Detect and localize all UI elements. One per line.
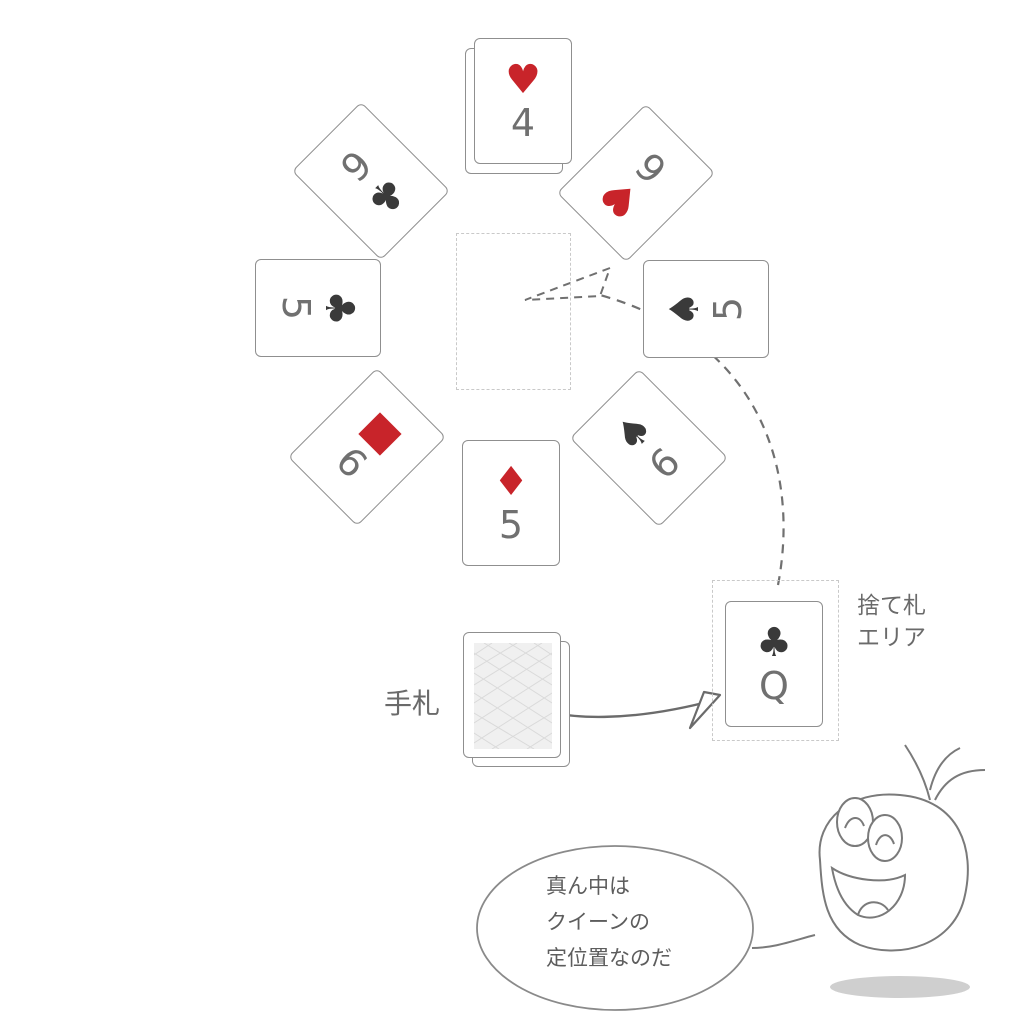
speech-line-2: クイーンの — [546, 910, 650, 934]
dashed-arrowhead — [524, 266, 612, 301]
card-rank: 5 — [274, 295, 318, 321]
card-rank: Q — [759, 664, 789, 708]
card-right[interactable]: ♠ 5 — [643, 260, 769, 358]
card-left[interactable]: ♣ 5 — [255, 259, 381, 357]
discard-area-label-line2: エリア — [857, 625, 926, 651]
card-rank: 5 — [498, 503, 524, 547]
club-icon: ♣ — [756, 620, 792, 666]
hand-label: 手札 — [384, 687, 441, 720]
spade-icon: ♠ — [662, 291, 708, 327]
character — [751, 744, 986, 952]
center-queen-slot — [456, 233, 571, 390]
card-back-pattern — [474, 643, 552, 749]
card-top[interactable]: ♥ 4 — [474, 38, 572, 164]
card-bottom[interactable]: ♦ 5 — [462, 440, 560, 566]
speech-line-1: 真ん中は — [546, 874, 630, 898]
card-rank: 6 — [327, 438, 376, 487]
card-rank: 6 — [627, 143, 676, 192]
heart-icon: ♥ — [505, 57, 541, 103]
card-rank: 5 — [706, 296, 750, 322]
speech-bubble-text: 真ん中は クイーンの 定位置なのだ — [546, 868, 726, 976]
card-rank: 6 — [640, 439, 689, 488]
club-icon: ♣ — [316, 290, 362, 326]
discard-area-label-line1: 捨て札 — [857, 593, 926, 619]
card-discard-queen[interactable]: ♣ Q — [725, 601, 823, 727]
hand-deck[interactable] — [463, 632, 561, 758]
card-rank: 4 — [510, 101, 536, 145]
card-rank: 6 — [331, 141, 380, 190]
discard-area — [712, 580, 839, 741]
speech-bubble — [476, 845, 754, 1011]
diamond-icon: ♦ — [493, 459, 529, 505]
character-shadow — [830, 976, 970, 998]
speech-line-3: 定位置なのだ — [546, 946, 672, 970]
